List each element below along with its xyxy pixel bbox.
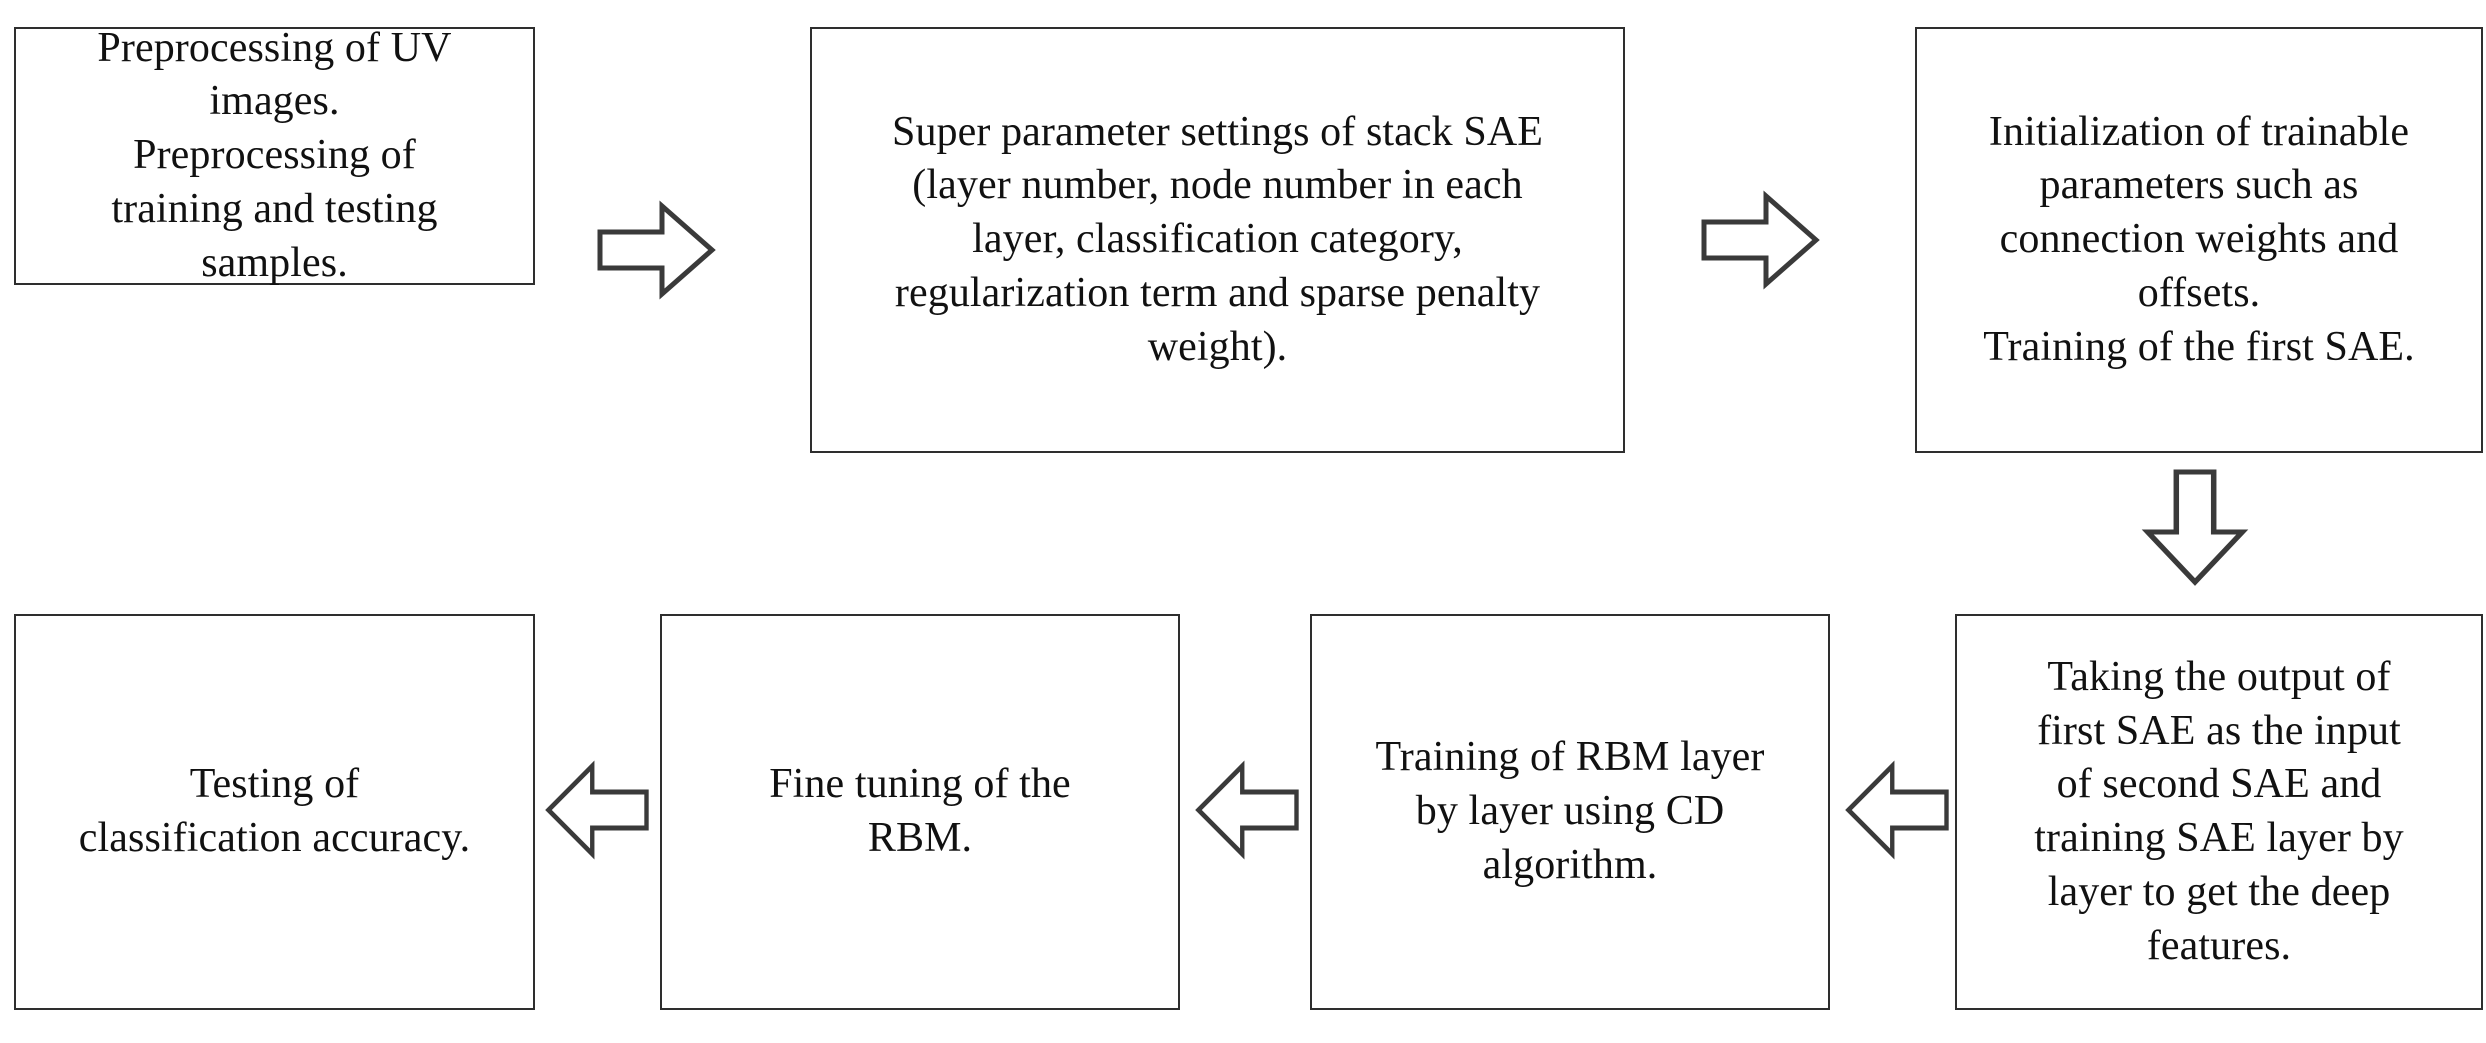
flow-node-initialization-label: Initialization of trainable parameters s… — [1983, 108, 2415, 370]
flow-node-rbm-training-label: Training of RBM layer by layer using CD … — [1375, 734, 1765, 888]
flow-node-rbm-training[interactable]: Training of RBM layer by layer using CD … — [1310, 614, 1830, 1010]
arrow-left-fine-tuning-to-accuracy-testing — [545, 760, 650, 860]
flow-node-preprocessing[interactable]: Preprocessing of UV images. Preprocessin… — [14, 25, 535, 286]
flow-node-initialization[interactable]: Initialization of trainable parameters s… — [1915, 27, 2483, 453]
flow-node-accuracy-testing-label: Testing of classification accuracy. — [78, 761, 471, 861]
arrow-left-rbm-training-to-fine-tuning — [1195, 760, 1300, 860]
flow-node-super-parameter-settings-label: Super parameter settings of stack SAE (l… — [891, 108, 1544, 370]
arrow-left-second-sae-to-rbm-training — [1845, 760, 1950, 860]
flow-node-super-parameter-settings[interactable]: Super parameter settings of stack SAE (l… — [810, 27, 1625, 453]
arrow-right-settings-to-initialization — [1700, 190, 1820, 290]
flow-node-second-sae-training-label: Taking the output of first SAE as the in… — [2034, 653, 2404, 969]
arrow-right-preprocessing-to-settings — [596, 200, 716, 300]
flow-node-rbm-fine-tuning-label: Fine tuning of the RBM. — [769, 761, 1071, 861]
flow-node-preprocessing-label: Preprocessing of UV images. Preprocessin… — [97, 24, 452, 286]
arrow-down-initialization-to-second-sae — [2140, 468, 2250, 588]
flow-node-rbm-fine-tuning[interactable]: Fine tuning of the RBM. — [660, 614, 1180, 1010]
flow-node-second-sae-training[interactable]: Taking the output of first SAE as the in… — [1955, 614, 2483, 1010]
flow-node-accuracy-testing[interactable]: Testing of classification accuracy. — [14, 614, 535, 1010]
